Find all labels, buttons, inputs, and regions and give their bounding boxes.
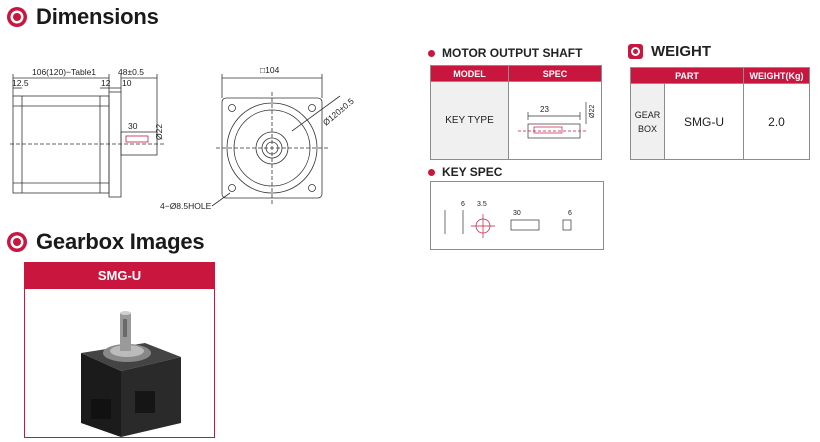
shaft-spec-cell: 23 Ø22 [508,81,602,160]
gearbox-heading: Gearbox Images [6,229,205,255]
gearbox-photo [81,311,181,437]
shaft-table: MODEL SPEC KEY TYPE 23 Ø22 [430,65,602,160]
shaft-title: MOTOR OUTPUT SHAFT [442,46,583,60]
shaft-key-length: 23 [540,105,549,114]
bullet-dot-icon [428,168,435,176]
weight-value: 2.0 [743,83,810,160]
dim-length: 106(120)−Table1 [32,67,96,77]
target-icon [7,232,27,252]
dim-12: 12 [101,78,111,88]
keyspec-drawing: 6 3.5 30 6 [444,201,572,238]
gearbox-card-label: SMG-U [25,263,214,289]
dim-square: □104 [260,65,280,75]
shaft-spec-drawing: 23 Ø22 [518,102,596,139]
key-dim-b: 3.5 [477,201,487,208]
bullet-dot-icon [428,49,435,57]
keyspec-heading: KEY SPEC [428,165,502,179]
keyspec-box: 6 3.5 30 6 [430,181,604,250]
shaft-header-model: MODEL [430,65,509,82]
gearbox-title: Gearbox Images [36,229,205,254]
gearbox-card: SMG-U [24,262,215,438]
dim-key-length: 30 [128,121,138,131]
dimensions-heading: Dimensions [6,4,159,30]
dim-hole: 4−Ø8.5HOLE [160,201,212,211]
dimensions-title: Dimensions [36,4,159,29]
square-target-icon [628,44,643,59]
dim-12-5: 12.5 [12,78,29,88]
dim-10: 10 [122,78,132,88]
dimensions-drawing: 106(120)−Table1 48±0.5 12.5 12 10 30 Ø22… [10,65,356,211]
keyspec-title: KEY SPEC [442,165,503,179]
weight-header-part: PART [630,67,744,84]
key-dim-a: 6 [461,201,465,208]
dim-shaft-length: 48±0.5 [118,67,144,77]
weight-title: WEIGHT [651,43,711,60]
shaft-heading: MOTOR OUTPUT SHAFT [428,46,582,60]
dim-pcd: Ø120±0.5 [321,96,356,128]
dim-shaft-dia: Ø22 [154,124,164,140]
target-icon [7,7,27,27]
weight-part: SMG-U [664,83,744,160]
key-dim-d: 6 [568,210,572,217]
key-dim-c: 30 [513,210,521,217]
weight-heading: WEIGHT [628,43,711,60]
weight-header-weight: WEIGHT(Kg) [743,67,810,84]
weight-row-label: GEAR BOX [630,83,665,160]
shaft-dia-label: Ø22 [589,105,596,118]
shaft-model-cell: KEY TYPE [430,81,509,160]
weight-table: PART WEIGHT(Kg) GEAR BOX SMG-U 2.0 [630,67,810,160]
shaft-header-spec: SPEC [508,65,602,82]
